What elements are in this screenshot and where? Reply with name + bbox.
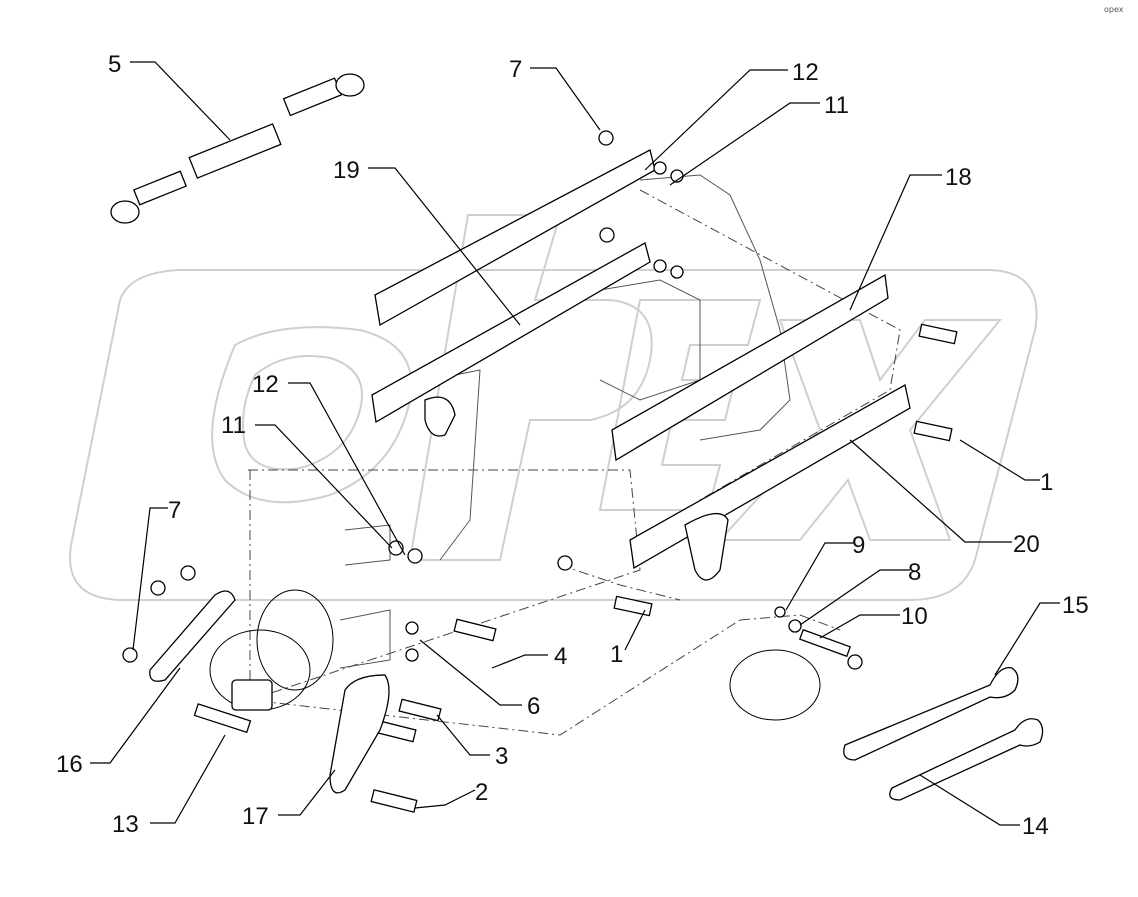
watermark-logo xyxy=(69,214,1038,601)
bolts xyxy=(370,323,958,813)
callout-1: 1 xyxy=(1040,469,1053,496)
callout-20: 20 xyxy=(1013,531,1040,558)
callout-6: 6 xyxy=(527,693,540,720)
fasteners xyxy=(122,130,863,670)
callout-17: 17 xyxy=(242,803,269,830)
callout-14: 14 xyxy=(1022,813,1049,840)
callout-12: 12 xyxy=(252,371,279,398)
callout-7: 7 xyxy=(168,497,181,524)
turnbuckle-part xyxy=(110,73,365,224)
callout-2: 2 xyxy=(475,779,488,806)
callout-18: 18 xyxy=(945,164,972,191)
callout-15: 15 xyxy=(1062,592,1089,619)
callout-13: 13 xyxy=(112,811,139,838)
bars xyxy=(371,149,911,581)
callout-8: 8 xyxy=(908,559,921,586)
callout-labels: 5 7 12 11 19 18 12 11 7 1 20 9 8 10 15 4… xyxy=(56,51,1089,840)
brackets xyxy=(149,590,390,794)
callout-12: 12 xyxy=(792,59,819,86)
callout-3: 3 xyxy=(495,743,508,770)
callout-19: 19 xyxy=(333,157,360,184)
callout-7: 7 xyxy=(509,56,522,83)
callout-9: 9 xyxy=(852,532,865,559)
callout-4: 4 xyxy=(554,643,567,670)
corner-mark: opex xyxy=(1104,5,1124,14)
callout-1: 1 xyxy=(610,641,623,668)
leader-lines xyxy=(90,61,1060,826)
callout-11: 11 xyxy=(824,92,849,119)
callout-10: 10 xyxy=(901,603,928,630)
callout-11: 11 xyxy=(221,412,246,439)
callout-5: 5 xyxy=(108,51,121,78)
callout-16: 16 xyxy=(56,751,83,778)
wrenches xyxy=(843,666,1044,801)
